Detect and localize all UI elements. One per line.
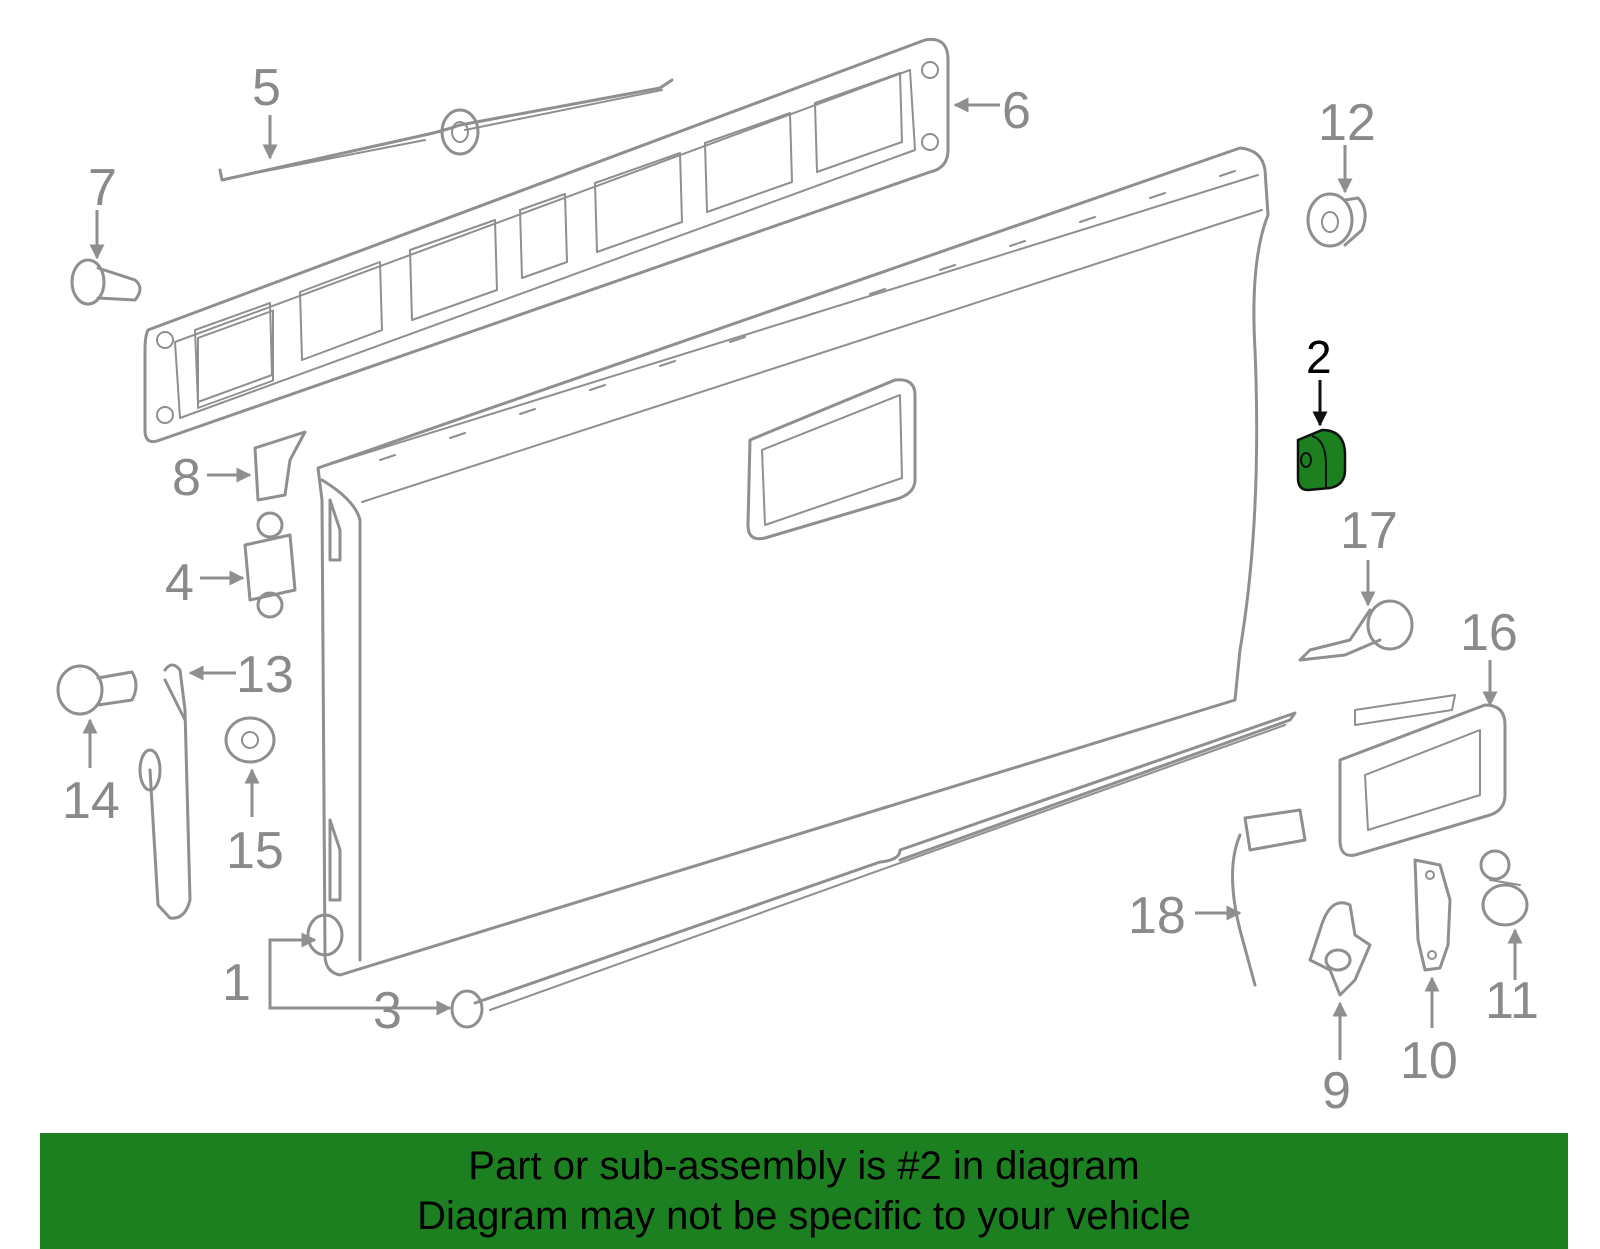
tailgate-top-cap-part	[143, 37, 950, 444]
handle-part	[1338, 694, 1507, 857]
cable-rod-part	[218, 78, 674, 182]
latch-part	[243, 511, 297, 619]
callout-2: 2	[1306, 331, 1332, 383]
info-banner: Part or sub-assembly is #2 in diagram Di…	[40, 1133, 1568, 1249]
harness-part	[1231, 808, 1307, 987]
banner-line-1: Part or sub-assembly is #2 in diagram	[468, 1144, 1140, 1188]
callout-7: 7	[88, 159, 117, 217]
callout-8: 8	[172, 449, 201, 507]
callout-5: 5	[252, 59, 281, 117]
callout-15: 15	[226, 822, 284, 880]
callout-6: 6	[1002, 82, 1031, 140]
support-strap-part	[138, 663, 192, 920]
callout-18: 18	[1128, 887, 1186, 945]
callout-arrows	[82, 97, 1523, 1060]
nut-part	[224, 716, 276, 764]
callout-labels: 1 2 3 4 5 6 7 8 9 10 11 12 13 14 15 16 1…	[62, 59, 1539, 1120]
pin-part	[1306, 192, 1367, 248]
plate-part	[1413, 858, 1452, 972]
callout-14: 14	[62, 772, 120, 830]
callout-12: 12	[1318, 94, 1376, 152]
callout-11: 11	[1485, 972, 1539, 1030]
bolt-part-14	[56, 664, 138, 716]
hinge-part	[1298, 599, 1414, 662]
callout-16: 16	[1460, 604, 1518, 662]
bolt-part	[70, 258, 142, 306]
tailgate-body-part	[306, 146, 1270, 977]
callout-10: 10	[1400, 1032, 1458, 1090]
bracket-part	[253, 430, 307, 502]
cam-part	[1479, 849, 1529, 927]
callout-17: 17	[1340, 502, 1398, 560]
callout-1: 1	[222, 954, 251, 1012]
banner-line-2: Diagram may not be specific to your vehi…	[417, 1194, 1191, 1238]
callout-13: 13	[236, 646, 294, 704]
callout-3: 3	[373, 982, 402, 1040]
callout-4: 4	[165, 554, 194, 612]
callout-9: 9	[1322, 1062, 1351, 1120]
highlighted-part-2	[1296, 428, 1347, 492]
striker-part	[1308, 901, 1372, 997]
rod-part	[450, 711, 1297, 1029]
